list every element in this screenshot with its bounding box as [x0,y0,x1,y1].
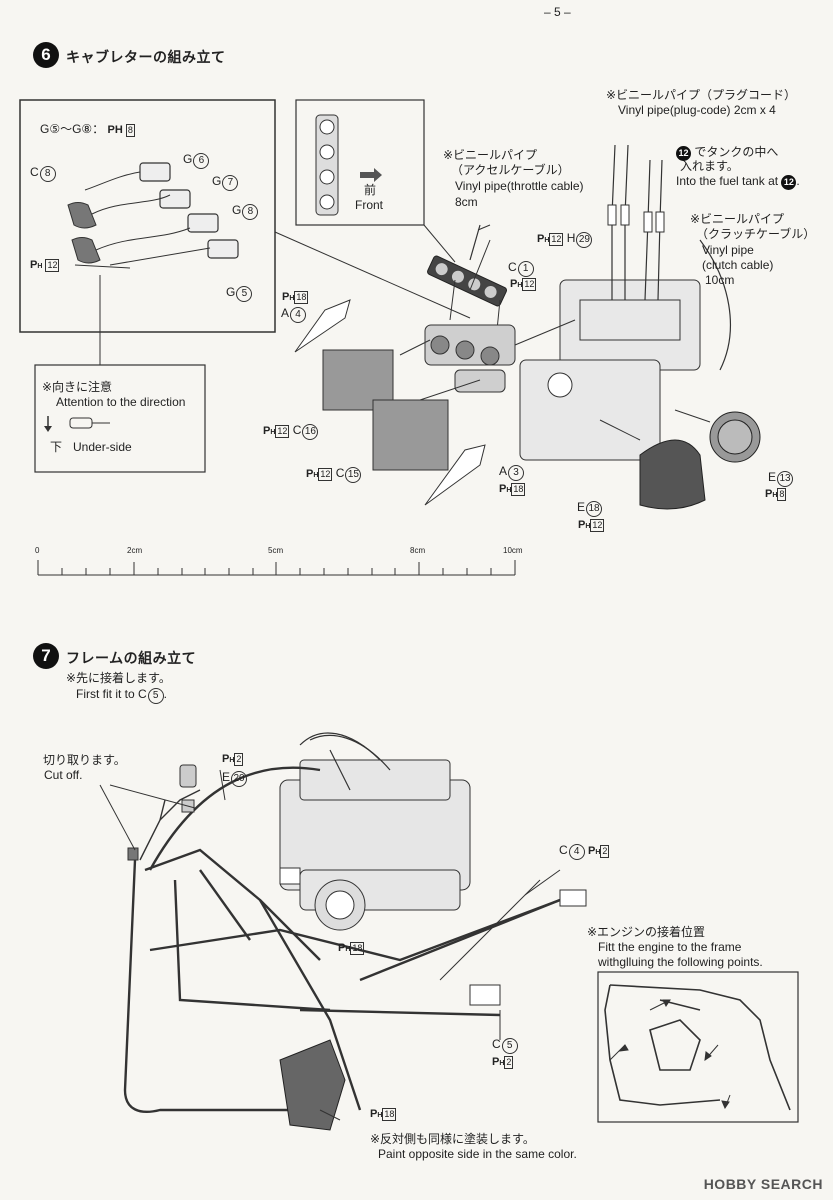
ruler-8cm: 8cm [410,546,426,555]
fit-note-jp: ※先に接着します。 [66,671,171,685]
ruler-10cm: 10cm [503,546,523,555]
throttle-length: 8cm [455,195,478,209]
paint-note-jp: ※反対側も同様に塗装します。 [370,1132,535,1146]
ruler-2cm: 2cm [127,546,143,555]
tank-note-en: Into the fuel tank at 12. [676,174,800,190]
direction-note-en: Attention to the direction [56,395,186,409]
clutch-note-en2: (clutch cable) [702,258,774,272]
front-en: Front [355,198,384,212]
underside-en: Under-side [73,440,132,454]
step-6-illustration [19,99,761,576]
plug-note-jp: ※ビニールパイプ（プラグコード） [606,88,797,102]
direction-note-jp: ※向きに注意 [42,380,113,394]
throttle-note-jp: ※ビニールパイプ [443,148,538,162]
engine-note-jp: ※エンジンの接着位置 [587,925,706,939]
engine-note-en2: withglluing the following points. [598,955,763,969]
step-6-badge: 6 [33,42,59,68]
step-7-title: フレームの組み立て [66,650,197,666]
throttle-note-en: Vinyl pipe(throttle cable) [455,179,584,193]
cut-note-jp: 切り取ります。 [43,753,126,767]
clutch-note-jp2: （クラッチケーブル） [696,227,816,241]
engine-note-en1: Fitt the engine to the frame [598,940,742,954]
underside-jp: 下 [50,440,63,454]
cut-note-en: Cut off. [44,768,83,782]
step-6-title: キャブレターの組み立て [66,49,226,65]
clutch-note-jp: ※ビニールパイプ [690,212,785,226]
clutch-note-en1: Vinyl pipe [702,243,754,257]
page-number: – 5 – [544,5,571,19]
tank-note-jp: 12 でタンクの中へ [676,145,778,161]
ruler-5cm: 5cm [268,546,284,555]
paint-note-en: Paint opposite side in the same color. [378,1147,577,1161]
front-jp: 前 [364,183,377,197]
tank-note-jp2: 入れます。 [680,159,739,173]
ruler-0: 0 [35,546,40,555]
throttle-note-jp2: （アクセルケーブル） [451,163,570,177]
inset-paint-code: PH 12 [30,259,60,272]
clutch-length: 10cm [705,273,735,287]
plug-note-en: Vinyl pipe(plug-code) 2cm x 4 [618,103,776,117]
watermark: HOBBY SEARCH [703,1176,823,1192]
step-7-badge: 7 [33,643,59,669]
inset-header: G⑤～G⑧： PH 8 [40,122,135,137]
